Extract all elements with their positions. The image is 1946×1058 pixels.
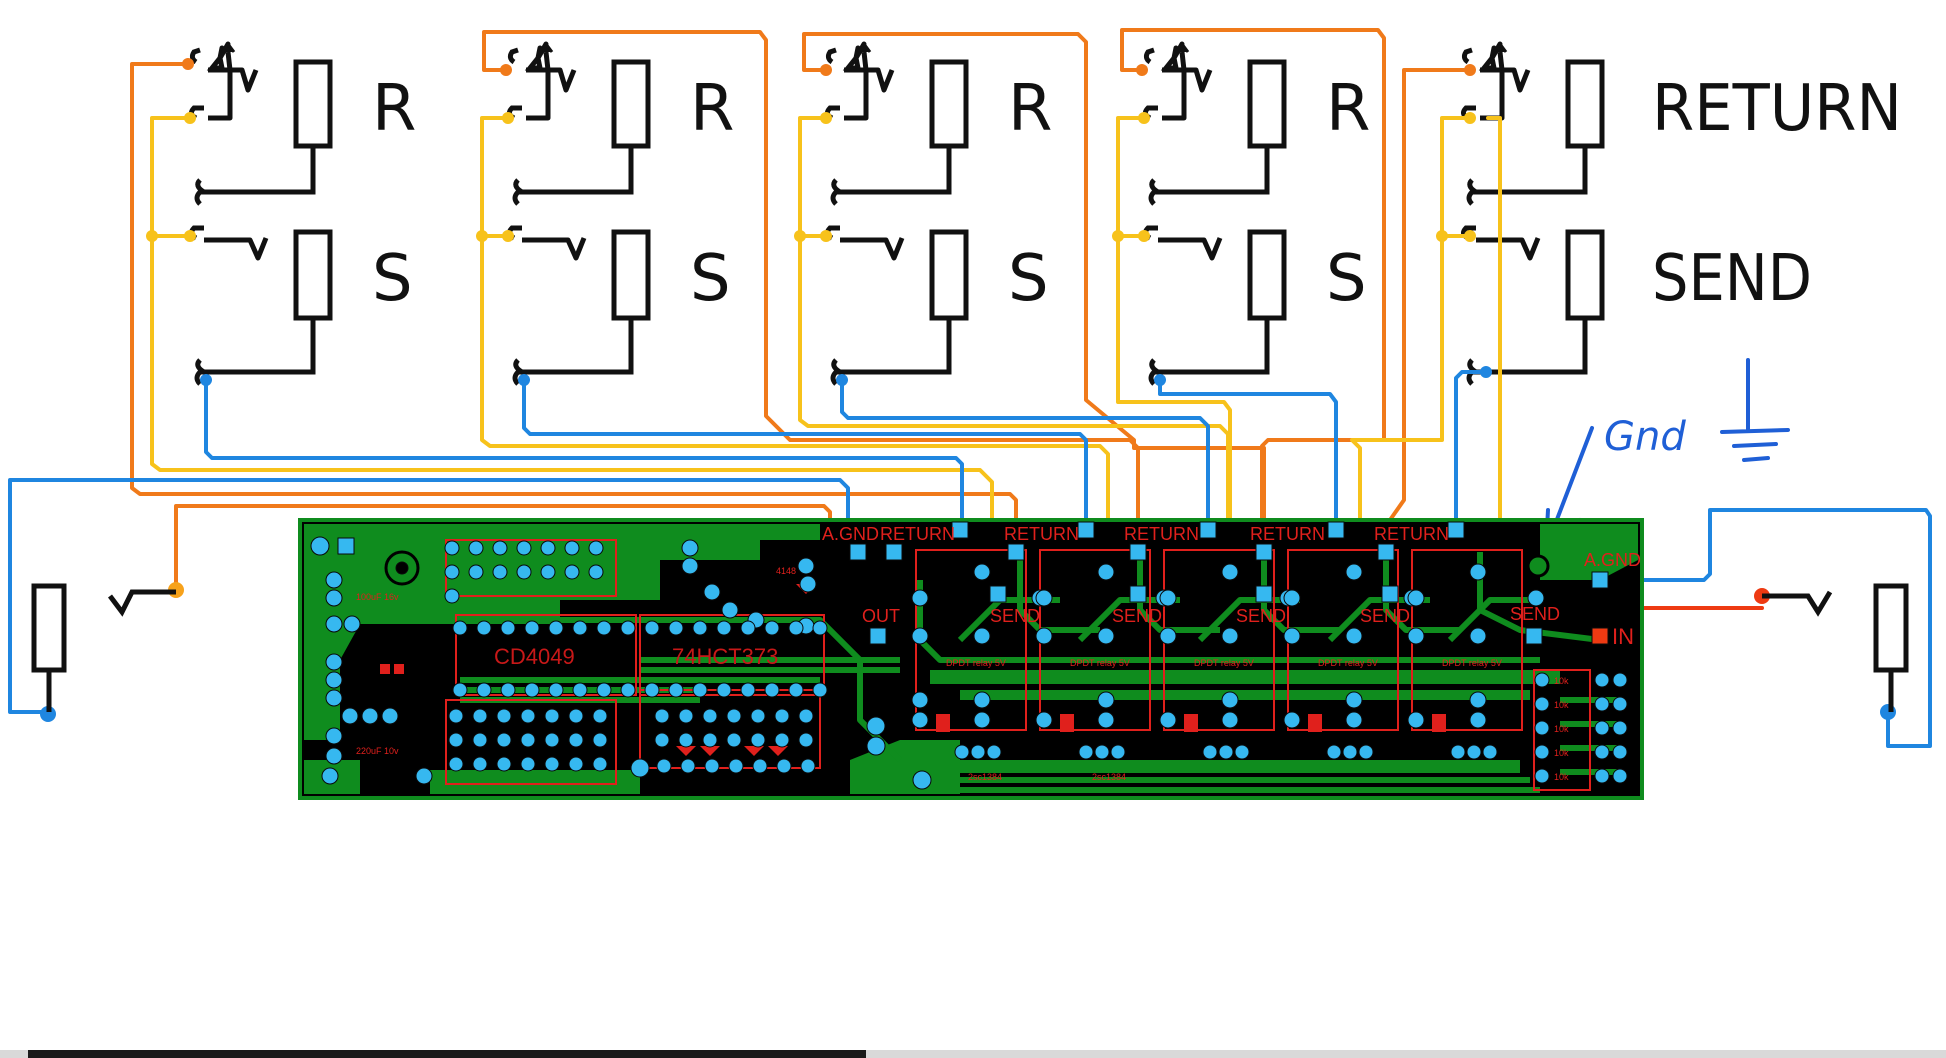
bottom-thumbnail-bar xyxy=(28,1050,866,1058)
return-label-3: R xyxy=(1008,72,1052,146)
pcb-board: A.GND A.GND OUT IN RETURN RETURN RETURN … xyxy=(298,518,1644,800)
pcb-return-pad-3: RETURN xyxy=(1124,524,1199,544)
jack-pair-1 xyxy=(191,44,330,384)
send-label-1: S xyxy=(372,242,413,316)
pcb-agnd-left-label: A.GND xyxy=(822,524,879,544)
pcb-agnd-right-label: A.GND xyxy=(1584,550,1641,570)
ic-cd4049-outline xyxy=(455,614,637,696)
pcb-transistor-label-1: 2sc1384 xyxy=(968,772,1002,782)
orange-wire-3 xyxy=(802,32,1266,552)
input-jack-left xyxy=(31,583,176,712)
blue-wire-5 xyxy=(1454,370,1488,532)
send-label-3: S xyxy=(1008,242,1049,316)
resistor-array-outline xyxy=(1533,669,1591,791)
pcb-send-pad-5: SEND xyxy=(1510,604,1560,624)
pcb-send-pad-1: SEND xyxy=(990,606,1040,626)
output-jack-right xyxy=(1762,583,1909,712)
pcb-relay-label-1: DPDT relay 5V xyxy=(946,658,1006,668)
blue-wire-gnd-right xyxy=(1596,508,1932,748)
pcb-diode-label: 4148 xyxy=(776,566,796,576)
ic-pin-rows xyxy=(444,540,828,774)
blue-wire-1 xyxy=(204,378,964,532)
blue-wire-3 xyxy=(840,378,1210,532)
pcb-cap-label: 100uF 16v xyxy=(356,592,399,602)
pcb-return-pad-2: RETURN xyxy=(1004,524,1079,544)
send-label-2: S xyxy=(690,242,731,316)
gnd-annotation-text: Gnd xyxy=(1604,414,1686,460)
wire-junction-dots xyxy=(40,58,1896,722)
pcb-send-pad-4: SEND xyxy=(1360,606,1410,626)
pcb-out-label: OUT xyxy=(862,606,900,626)
relay-pads xyxy=(911,563,1628,784)
return-label-1: R xyxy=(372,72,416,146)
blue-wire-4 xyxy=(1158,378,1338,532)
connector-pads xyxy=(384,521,1609,645)
pcb-relay-label-3: DPDT relay 5V xyxy=(1194,658,1254,668)
pcb-return-pad-4: RETURN xyxy=(1250,524,1325,544)
pcb-send-pad-3: SEND xyxy=(1236,606,1286,626)
ground-symbol xyxy=(1720,358,1790,462)
pcb-relay-label-4: DPDT relay 5V xyxy=(1318,658,1378,668)
jack-pair-4 xyxy=(1145,44,1284,384)
pcb-send-pad-2: SEND xyxy=(1112,606,1162,626)
pcb-relay-label-5: DPDT relay 5V xyxy=(1442,658,1502,668)
pcb-resistor-label-2: 10k xyxy=(1554,700,1569,710)
pcb-resistor-label-4: 10k xyxy=(1554,748,1569,758)
pcb-resistor-label-5: 10k xyxy=(1554,772,1569,782)
pcb-transistor-label-2: 2sc1384 xyxy=(1092,772,1126,782)
pcb-cap2-label: 220uF 10v xyxy=(356,746,399,756)
return-label-2: R xyxy=(690,72,734,146)
jack-pair-3 xyxy=(827,44,966,384)
jack-pair-5 xyxy=(1463,44,1602,384)
pcb-return-pad-5: RETURN xyxy=(1374,524,1449,544)
jack-pair-2 xyxy=(509,44,648,384)
pcb-in-label: IN xyxy=(1612,624,1634,649)
send-label-5: SEND xyxy=(1652,242,1812,316)
pcb-ic1-label: CD4049 xyxy=(494,644,575,669)
orange-wire-4 xyxy=(1120,28,1386,552)
blue-wire-2 xyxy=(522,378,1088,532)
pcb-ic2-label: 74HCT373 xyxy=(672,644,778,669)
bottom-scroll-strip xyxy=(0,1050,1946,1058)
blue-wire-gnd-left xyxy=(8,478,850,714)
return-label-4: R xyxy=(1326,72,1370,146)
send-label-4: S xyxy=(1326,242,1367,316)
orange-wire-1 xyxy=(130,62,1018,552)
return-label-5: RETURN xyxy=(1652,72,1902,146)
pcb-relay-label-2: DPDT relay 5V xyxy=(1070,658,1130,668)
pcb-resistor-label-1: 10k xyxy=(1554,676,1569,686)
pcb-resistor-label-3: 10k xyxy=(1554,724,1569,734)
pcb-return-pad-1: RETURN xyxy=(880,524,955,544)
